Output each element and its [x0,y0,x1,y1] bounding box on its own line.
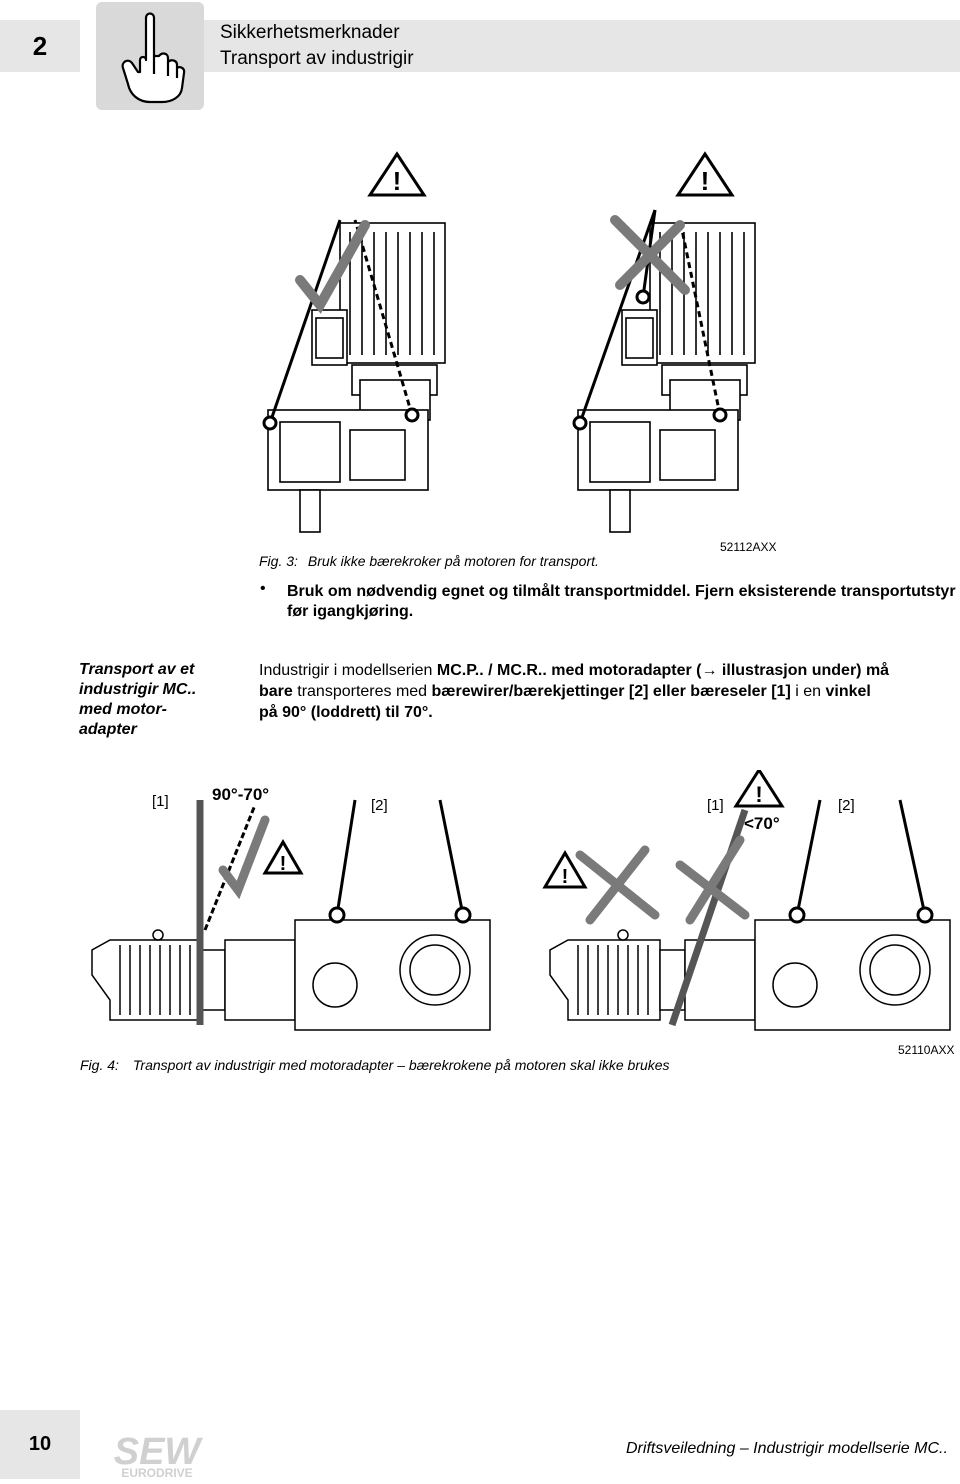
chapter-number-box: 2 [0,20,80,72]
checkmark-icon [295,220,370,314]
cross-icon [575,845,660,925]
fig4-angle-left: 90°-70° [212,785,269,804]
figure-3-caption: Fig. 3: Bruk ikke bærekroker på motoren f… [259,553,599,569]
bullet-marker: • [260,580,266,597]
horizontal-gear-unit-right [549,919,951,1031]
figure-4-illustration: [1] 90°-70° [2] [1] <70° [2] ! ! ! [80,767,960,1040]
svg-text:!: ! [393,166,402,196]
figure-3-caption-text: Bruk ikke bærekroker på motoren for tran… [307,553,599,569]
warning-triangle-icon: ! [675,151,735,197]
figure-3-illustration: ! ! [240,140,800,540]
cross-icon [610,215,690,295]
checkmark-icon [218,815,270,900]
header-title: Sikkerhetsmerknader [220,22,400,43]
vertical-gear-unit-right [577,222,756,533]
figure-3-code: 52112AXX [720,540,777,554]
footer-text: Driftsveiledning – Industrigir modellser… [626,1440,948,1457]
fig4-label-1-left: [1] [152,793,169,810]
chapter-number: 2 [32,30,48,61]
fig4-label-2-left: [2] [371,797,388,814]
figure-3-label: Fig. 3: [259,553,298,569]
figure-4-code: 52110AXX [898,1043,955,1057]
svg-text:!: ! [701,166,710,196]
fig4-label-1-right: [1] [707,797,724,814]
figure-4-caption-text: Transport av industrigir med motoradapte… [132,1057,670,1073]
warning-triangle-icon: ! [262,839,304,875]
figure-4-caption: Fig. 4: Transport av industrigir med moto… [80,1057,670,1073]
page-number: 10 [28,1433,52,1455]
sew-eurodrive-logo: SEW EURODRIVE [102,1430,212,1480]
cross-icon [675,835,750,925]
horizontal-gear-unit-left [91,919,491,1031]
section-side-heading: Transport av et industrigir MC.. med mot… [79,661,197,738]
vertical-gear-unit-left [267,222,446,533]
bullet-text: Bruk om nødvendig egnet og tilmålt trans… [287,583,956,620]
figure-4-label: Fig. 4: [80,1057,119,1073]
svg-text:!: ! [755,782,762,807]
svg-text:EURODRIVE: EURODRIVE [121,1466,192,1479]
pointing-hand-icon [96,2,204,110]
fig4-label-2-right: [2] [838,797,855,814]
warning-triangle-icon: ! [542,850,588,889]
svg-text:!: ! [280,853,287,875]
svg-text:SEW: SEW [114,1431,204,1473]
warning-triangle-icon: ! [733,767,785,808]
svg-text:!: ! [562,866,569,888]
section-paragraph: Industrigir i modellserien MC.P.. / MC.R… [259,662,890,721]
fig4-angle-right: <70° [744,814,780,833]
page-number-box: 10 [0,1410,80,1479]
warning-triangle-icon: ! [367,151,427,197]
header-subtitle: Transport av industrigir [220,48,414,69]
header-band [204,20,960,72]
